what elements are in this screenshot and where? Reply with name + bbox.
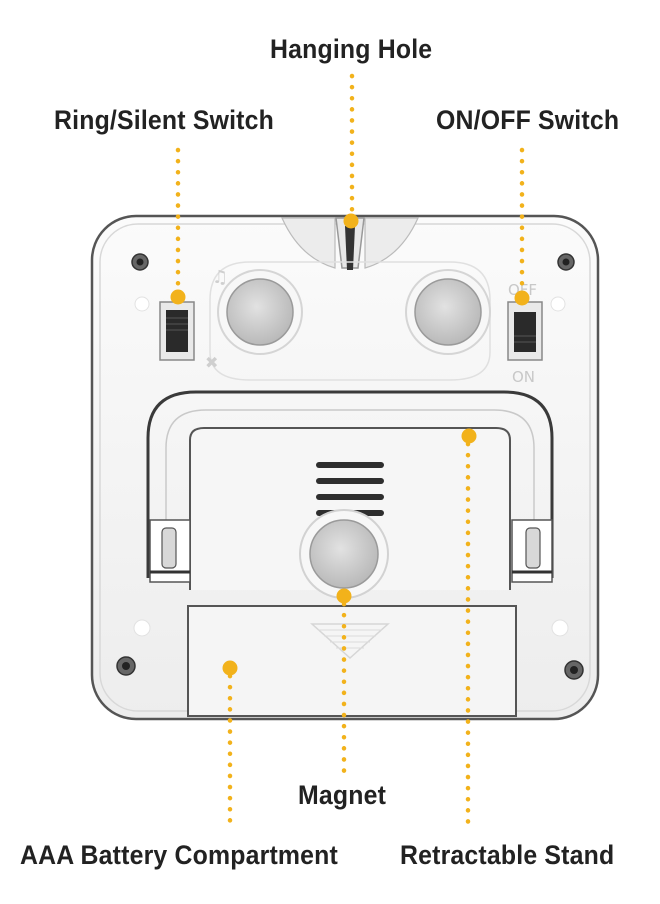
svg-text:♫: ♫ [212, 267, 228, 288]
label-hanging-hole: Hanging Hole [270, 34, 433, 64]
left-round-button [217, 269, 303, 355]
switch-on-text: ON [512, 368, 535, 386]
hanging-hole [281, 217, 419, 269]
dot-ring-silent [170, 289, 186, 305]
switch-off-text: OFF [508, 281, 537, 299]
dot-on-off [514, 290, 530, 306]
right-hinge [511, 519, 553, 583]
magnet [299, 509, 389, 599]
dot-magnet [336, 588, 352, 604]
screw-bottom-left [116, 656, 136, 676]
label-retractable-stand: Retractable Stand [400, 840, 615, 870]
label-on-off-switch: ON/OFF Switch [436, 105, 620, 135]
svg-text:✖: ✖ [205, 353, 218, 372]
label-ring-silent-switch: Ring/Silent Switch [54, 105, 274, 135]
on-off-switch: OFF ON [507, 281, 543, 386]
left-hinge [149, 519, 191, 583]
screw-top-left [131, 253, 149, 271]
screw-bottom-right [564, 660, 584, 680]
retractable-stand [146, 390, 554, 590]
label-battery-compartment: AAA Battery Compartment [20, 840, 339, 870]
ring-silent-switch: ♫ ✖ [159, 267, 228, 372]
label-magnet: Magnet [298, 780, 387, 810]
dot-battery [222, 660, 238, 676]
right-round-button [405, 269, 491, 355]
screw-top-right [557, 253, 575, 271]
dot-stand [461, 428, 477, 444]
dot-hanging-hole [343, 213, 359, 229]
battery-compartment [187, 605, 517, 717]
